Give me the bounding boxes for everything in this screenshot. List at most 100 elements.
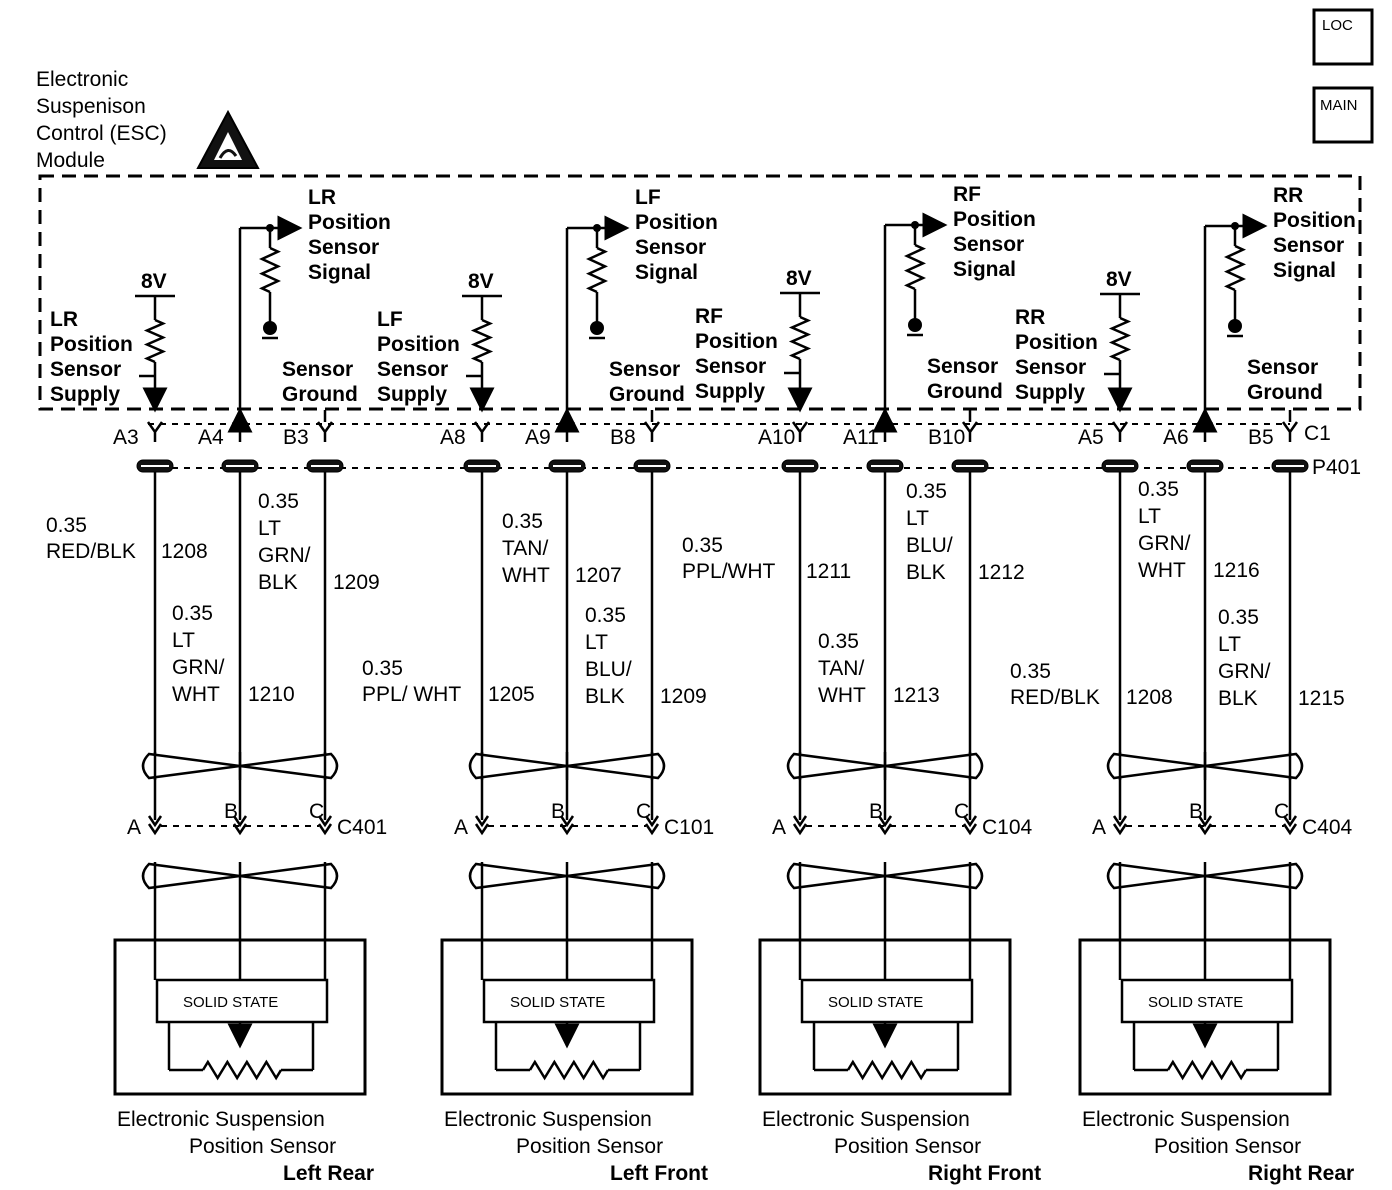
solid-state-box <box>155 978 329 1024</box>
solid-state-label: SOLID STATE <box>183 994 278 1011</box>
wire-label: BLK <box>1218 687 1258 710</box>
solid-state-box <box>482 978 656 1024</box>
pin-terminal <box>1196 421 1214 442</box>
sensor-caption-position: Right Front <box>928 1162 1041 1185</box>
connector-label: C401 <box>337 816 387 839</box>
sensor-pin-terminal <box>474 823 490 836</box>
module-title-line: Control (ESC) <box>36 122 167 145</box>
wire-label: GRN/ <box>258 544 311 567</box>
wire-label: LT <box>585 631 608 654</box>
wire-label: 0.35 <box>682 534 723 557</box>
sensor-pin-label: B <box>1189 800 1203 823</box>
sensor-pin-terminal <box>147 823 163 836</box>
wire-label: GRN/ <box>1138 532 1191 555</box>
solid-state-box <box>800 978 974 1024</box>
solid-state-label: SOLID STATE <box>828 994 923 1011</box>
pin-terminal <box>961 421 979 442</box>
signal-label: Signal <box>308 261 371 284</box>
ground-label: Sensor <box>1247 356 1318 379</box>
supply-resistor <box>788 315 812 361</box>
sensor-pin-label: C <box>636 800 651 823</box>
esd-warning-icon <box>196 109 260 169</box>
sensor-pin-terminal <box>962 823 978 836</box>
wire-label: 0.35 <box>818 630 859 653</box>
sensor-pin-label: A <box>1092 816 1106 839</box>
pin-terminal <box>473 421 491 442</box>
module-title-line: Suspenison <box>36 95 146 118</box>
sensor-caption: Electronic Suspension <box>1082 1108 1290 1131</box>
wire-code: 1210 <box>248 683 295 706</box>
supply-label: Supply <box>1015 381 1085 404</box>
wire-label: BLU/ <box>906 534 953 557</box>
supply-label: Position <box>377 333 460 356</box>
pin-label: A9 <box>525 426 551 449</box>
module-title-line: Module <box>36 149 105 172</box>
signal-label: RR <box>1273 184 1303 207</box>
voltage-label: 8V <box>468 270 494 293</box>
supply-label: Sensor <box>1015 356 1086 379</box>
harness-connector-label: P401 <box>1312 456 1361 479</box>
pin-terminal <box>1281 421 1299 442</box>
supply-label: Supply <box>50 383 120 406</box>
wire-label: LT <box>906 507 929 530</box>
wire-label: 0.35 <box>906 480 947 503</box>
sensor-caption: Electronic Suspension <box>762 1108 970 1131</box>
wire-label: LT <box>1138 505 1161 528</box>
pin-terminal <box>146 421 164 442</box>
wire-code: 1208 <box>1126 686 1173 709</box>
sensor-pin-terminal <box>792 815 808 828</box>
ground-label: Sensor <box>609 358 680 381</box>
signal-label: Signal <box>1273 259 1336 282</box>
pin-label: B8 <box>610 426 636 449</box>
wire-label: BLU/ <box>585 658 632 681</box>
wire-label: 0.35 <box>502 510 543 533</box>
solid-state-box <box>1120 978 1294 1024</box>
ground-label: Ground <box>927 380 1003 403</box>
channel-lf: 8VLFPositionSensorSignalLFPositionSensor… <box>362 186 718 1185</box>
supply-label: Position <box>1015 331 1098 354</box>
sensor-pin-label: B <box>224 800 238 823</box>
ground-label: Sensor <box>282 358 353 381</box>
sensor-pin-label: A <box>772 816 786 839</box>
ground-label: Ground <box>609 383 685 406</box>
supply-label: Sensor <box>50 358 121 381</box>
wire-label: 0.35 <box>172 602 213 625</box>
sensor-pin-terminal <box>474 815 490 828</box>
wire-label: GRN/ <box>172 656 225 679</box>
supply-label: LR <box>50 308 78 331</box>
wire-label: PPL/WHT <box>682 560 776 583</box>
signal-label: Sensor <box>953 233 1024 256</box>
supply-resistor <box>143 318 167 364</box>
signal-label: Sensor <box>635 236 706 259</box>
wire-code: 1207 <box>575 564 622 587</box>
wire-label: 0.35 <box>362 657 403 680</box>
supply-resistor <box>470 318 494 364</box>
pin-terminal <box>316 421 334 442</box>
sensor-pin-terminal <box>1112 823 1128 836</box>
sensor-pin-terminal <box>1197 823 1213 836</box>
pullup-resistor <box>1223 244 1247 292</box>
signal-label: RF <box>953 183 981 206</box>
sensor-pin-terminal <box>644 815 660 828</box>
sensor-pin-terminal <box>877 815 893 828</box>
wire-label: WHT <box>172 683 220 706</box>
pin-label: C1 <box>1304 422 1331 445</box>
sensor-pin-terminal <box>232 815 248 828</box>
signal-label: Signal <box>635 261 698 284</box>
ground-label: Sensor <box>927 355 998 378</box>
pin-terminal <box>558 421 576 442</box>
loc-button[interactable]: LOC <box>1312 8 1374 66</box>
module-title-line: Electronic <box>36 68 128 91</box>
solid-state-label: SOLID STATE <box>1148 994 1243 1011</box>
wire-label: RED/BLK <box>1010 686 1100 709</box>
pullup-resistor <box>258 246 282 294</box>
wire-label: GRN/ <box>1218 660 1271 683</box>
wire-label: 0.35 <box>1010 660 1051 683</box>
sensor-pin-label: C <box>1274 800 1289 823</box>
sensor-resistor <box>1166 1059 1248 1081</box>
sensor-caption: Electronic Suspension <box>444 1108 652 1131</box>
main-button[interactable]: MAIN <box>1312 86 1374 144</box>
pin-label: B5 <box>1248 426 1274 449</box>
pin-label: A4 <box>198 426 224 449</box>
